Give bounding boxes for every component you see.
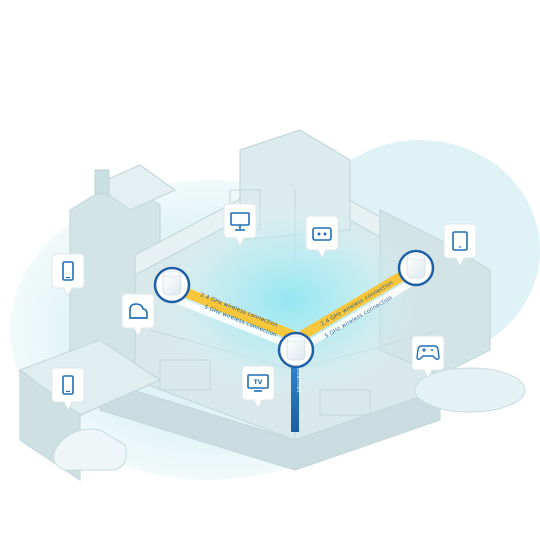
tv-icon: TV (247, 374, 269, 392)
tv-label: TV (254, 379, 263, 386)
pin-cloud (121, 293, 155, 338)
cloud-icon (129, 303, 148, 319)
phone-icon (62, 375, 74, 395)
signal-glow (160, 205, 420, 395)
mesh-node-right (397, 249, 435, 287)
internet-label: Internet (295, 366, 302, 393)
gamepad-icon (416, 345, 440, 360)
pin-gamepad (411, 335, 445, 380)
tablet-icon (452, 231, 468, 251)
pin-game-console (305, 215, 339, 260)
mesh-node-left (153, 266, 191, 304)
mesh-node-center (277, 331, 315, 369)
pin-monitor (223, 203, 257, 248)
pin-tv: TV (241, 365, 275, 410)
internet-cable (291, 360, 299, 432)
monitor-icon (230, 212, 250, 231)
pin-tablet (443, 223, 477, 268)
phone-icon (62, 261, 74, 281)
pin-phone-lower (51, 367, 85, 412)
pool (414, 367, 526, 413)
pin-phone-upper (51, 253, 85, 298)
game-console-icon (312, 227, 332, 241)
car (53, 428, 127, 471)
